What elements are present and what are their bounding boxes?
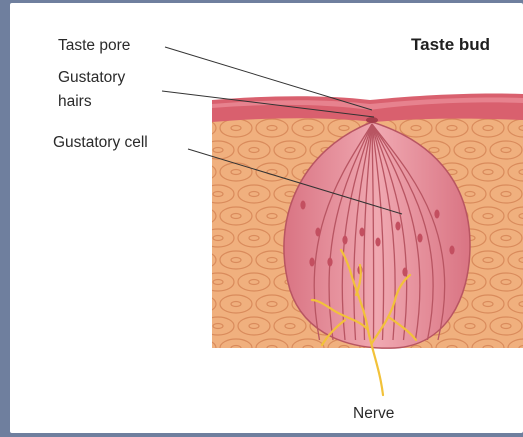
epithelial-cell [184,119,216,137]
epithelial-cell-nucleus [195,302,205,307]
label-gustatory-hairs-line2: hairs [58,92,92,112]
epithelial-cell [184,339,216,357]
epithelial-cell [184,207,216,225]
diagram-title: Taste bud [411,35,490,55]
gustatory-cell-nucleus [402,268,407,277]
label-gustatory-cell: Gustatory cell [53,133,148,153]
taste-pore-opening [366,117,378,123]
label-nerve: Nerve [353,404,394,424]
epithelial-cell-nucleus [195,126,205,131]
gustatory-cell-nucleus [434,210,439,219]
epithelial-cell [184,251,216,269]
gustatory-cell-nucleus [342,236,347,245]
epithelial-cell-nucleus [195,346,205,351]
gustatory-cell-nucleus [449,246,454,255]
gustatory-cell-nucleus [417,234,422,243]
gustatory-cell-nucleus [315,228,320,237]
epithelial-cell [184,295,216,313]
epithelial-cell-nucleus [195,258,205,263]
gustatory-cell-nucleus [359,228,364,237]
epithelial-cell-nucleus [195,170,205,175]
label-gustatory-hairs-line1: Gustatory [58,68,125,88]
epithelial-cell [184,163,216,181]
epithelial-cell-nucleus [195,214,205,219]
gustatory-cell-nucleus [300,201,305,210]
label-taste-pore: Taste pore [58,36,130,56]
gustatory-cell-nucleus [395,222,400,231]
gustatory-cell-nucleus [327,258,332,267]
gustatory-cell-nucleus [375,238,380,247]
gustatory-cell-nucleus [309,258,314,267]
